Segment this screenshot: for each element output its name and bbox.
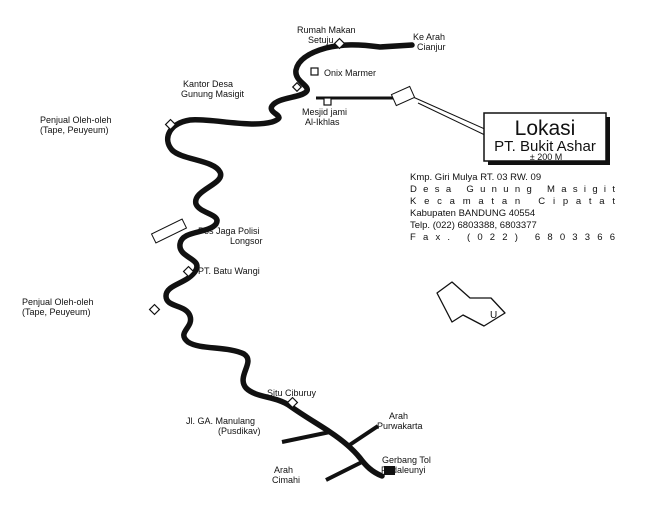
label-penjual-1: Penjual Oleh-oleh(Tape, Peuyeum) — [40, 115, 112, 135]
situ-ciburuy-marker — [286, 396, 299, 409]
road-arah-purwakarta — [346, 424, 380, 448]
kantor-desa-marker — [291, 81, 303, 93]
address-line: Kecamatan Cipatat — [410, 196, 615, 207]
address-line: Desa Gunung Masigit — [410, 184, 615, 195]
main-road — [163, 42, 415, 479]
label-penjual-2: Penjual Oleh-oleh(Tape, Peuyeum) — [22, 297, 94, 317]
rumah-makan-marker — [333, 37, 346, 50]
road-arah-cimahi — [325, 460, 363, 482]
lokasi-distance: ± 200 M — [530, 152, 562, 162]
road-jl-manulang — [281, 430, 331, 444]
address-line: Fax. (022) 6803366 — [410, 232, 615, 243]
lokasi-pointer-line-1 — [412, 96, 488, 131]
lokasi-name: PT. Bukit Ashar — [494, 138, 596, 155]
gerbang-tol-marker — [384, 466, 395, 475]
lokasi-box — [483, 112, 607, 162]
label-jl-manulang: Jl. GA. Manulang(Pusdikav) — [186, 416, 261, 436]
address-line: Kabupaten BANDUNG 40554 — [410, 208, 535, 219]
lokasi-title: Lokasi — [515, 117, 576, 140]
label-situ-ciburuy: Situ Ciburuy — [267, 388, 317, 398]
penjual-2-marker — [148, 303, 161, 316]
north-arrow-icon — [436, 281, 506, 327]
lokasi-site-block — [390, 85, 416, 107]
lokasi-pointer-line-2 — [417, 102, 488, 137]
address-block: Kmp. Giri Mulya RT. 03 RW. 09 Desa Gunun… — [410, 172, 615, 243]
north-label: U — [490, 310, 497, 321]
label-batu-wangi: PT. Batu Wangi — [198, 266, 260, 276]
pos-jaga-marker — [150, 218, 188, 244]
address-line: Telp. (022) 6803388, 6803377 — [410, 220, 537, 231]
mesjid-marker — [323, 97, 332, 106]
penjual-1-marker — [164, 118, 177, 131]
address-line: Kmp. Giri Mulya RT. 03 RW. 09 — [410, 172, 541, 183]
batu-wangi-marker — [182, 265, 195, 278]
label-onix-marmer: Onix Marmer — [324, 68, 376, 78]
onix-marmer-marker — [310, 67, 319, 76]
